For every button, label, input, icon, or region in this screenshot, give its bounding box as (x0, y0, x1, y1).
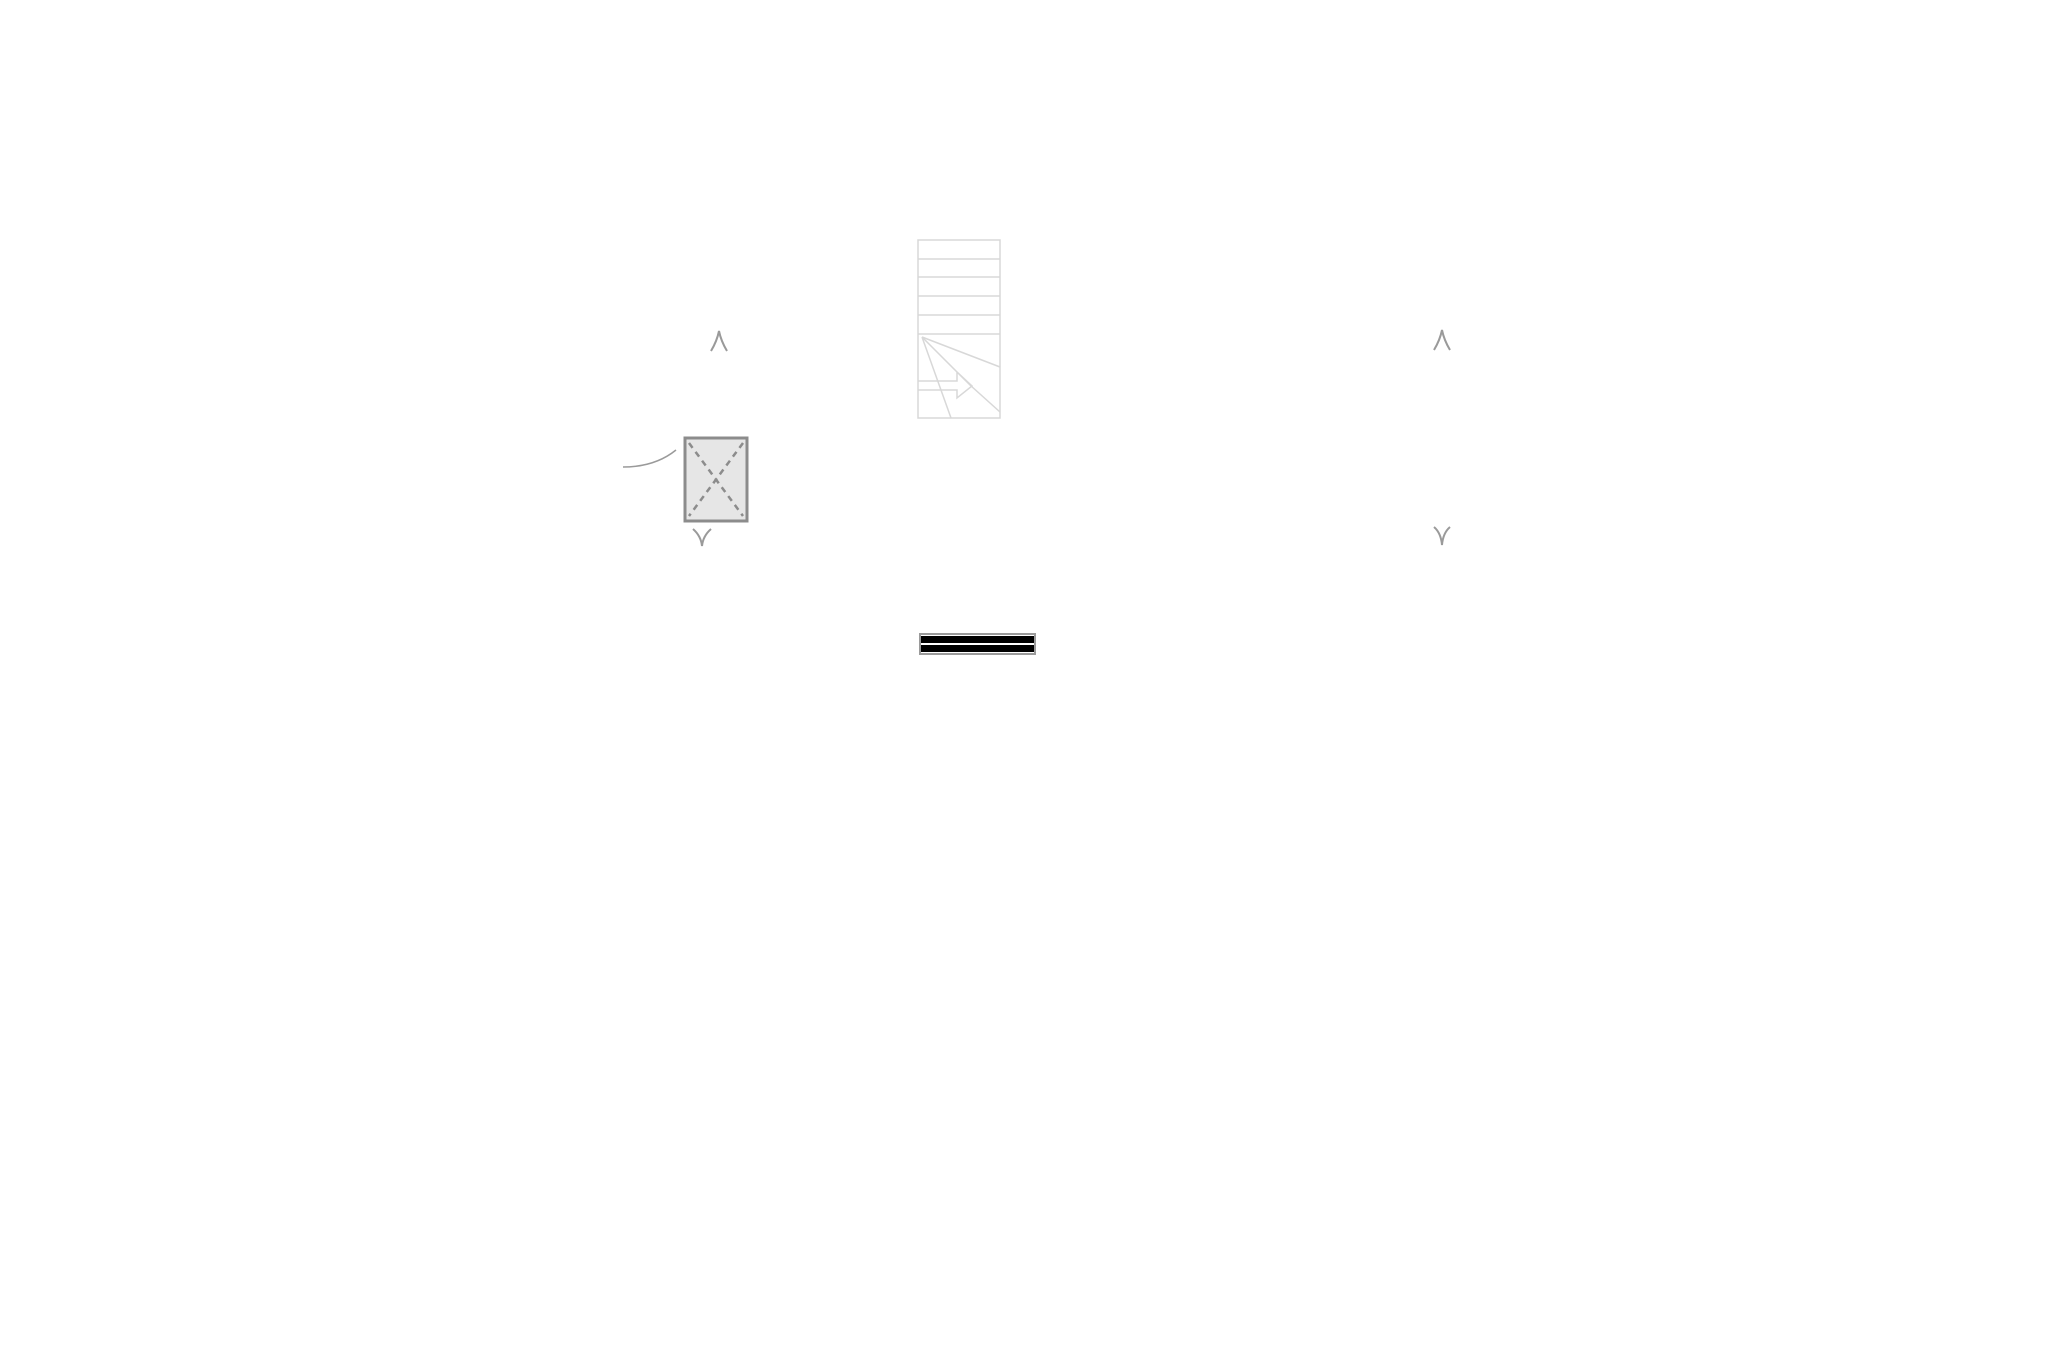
wall-icon[interactable] (919, 633, 1036, 655)
section-marker-icon[interactable] (692, 528, 712, 547)
section-marker-top-right (1433, 329, 1451, 351)
section-marker-icon[interactable] (1433, 329, 1451, 351)
x-box-icon[interactable] (683, 436, 749, 523)
section-marker-icon[interactable] (710, 330, 728, 352)
wall-band-top (921, 636, 1034, 643)
x-box-diagonal (687, 442, 745, 517)
stair-icon[interactable] (917, 239, 1001, 419)
section-marker-bottom-left (692, 528, 712, 547)
stair-arrow-icon (918, 336, 1001, 419)
section-marker-bottom-right (1433, 526, 1451, 546)
wall-band-bottom (921, 645, 1034, 652)
stair-outline (917, 239, 1001, 419)
section-marker-top-left (710, 330, 728, 352)
arc-icon (622, 449, 677, 468)
section-marker-icon[interactable] (1433, 526, 1451, 546)
